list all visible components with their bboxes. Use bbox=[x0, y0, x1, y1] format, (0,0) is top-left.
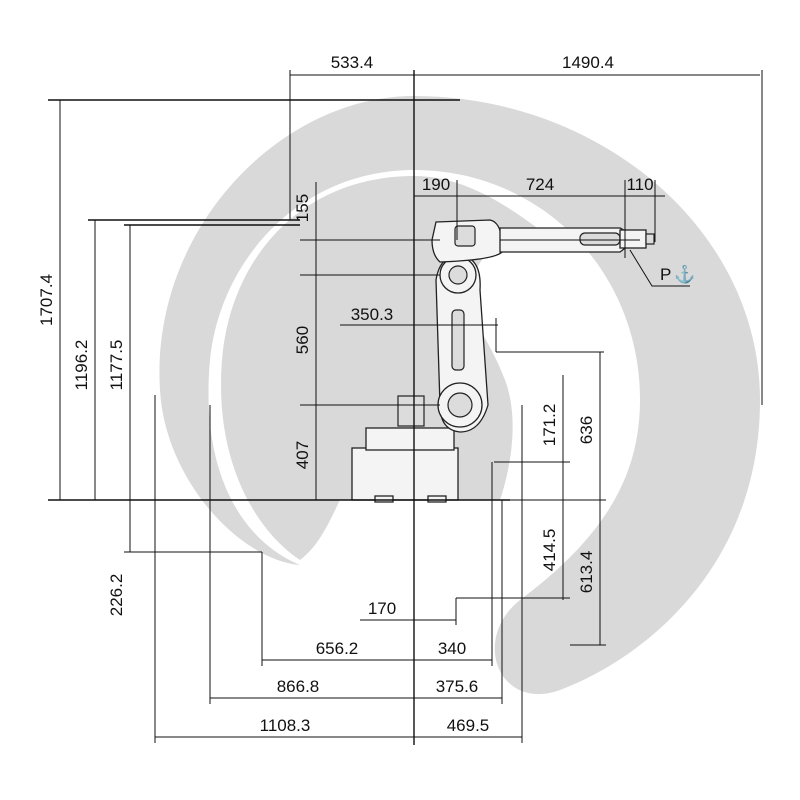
robot-base bbox=[351, 395, 459, 503]
dim-1108-3: 1108.3 bbox=[260, 716, 311, 735]
dim-110: 110 bbox=[626, 175, 653, 194]
base-block bbox=[351, 447, 459, 501]
flange-symbol: ⚓ bbox=[674, 264, 695, 284]
shoulder-hub bbox=[447, 392, 473, 418]
dim-190: 190 bbox=[422, 175, 450, 194]
dim-724: 724 bbox=[526, 175, 554, 194]
dim-340: 340 bbox=[438, 639, 466, 658]
dim-469-5: 469.5 bbox=[447, 716, 490, 735]
flange-leader bbox=[629, 249, 690, 287]
dim-375-6: 375.6 bbox=[436, 677, 479, 696]
lower-arm-label-strip bbox=[451, 309, 465, 371]
base-motor bbox=[397, 395, 425, 427]
base-foot-right bbox=[427, 495, 447, 503]
robot-lower-arm bbox=[435, 254, 489, 433]
dim-170: 170 bbox=[368, 599, 396, 618]
upper-arm-motor bbox=[454, 225, 476, 247]
wrist bbox=[619, 229, 647, 249]
dim-414-5: 414.5 bbox=[540, 529, 559, 572]
dim-1490-4: 1490.4 bbox=[562, 53, 614, 72]
dim-407: 407 bbox=[293, 441, 312, 469]
dim-171-2: 171.2 bbox=[540, 404, 559, 447]
dim-350-3: 350.3 bbox=[351, 305, 394, 324]
base-foot-left bbox=[374, 495, 394, 503]
dim-560: 560 bbox=[293, 326, 312, 354]
dim-1196-2: 1196.2 bbox=[72, 340, 91, 391]
dim-1177-5: 1177.5 bbox=[107, 340, 126, 391]
dim-533-4: 533.4 bbox=[331, 53, 374, 72]
dim-613-4: 613.4 bbox=[577, 551, 596, 594]
forearm-label bbox=[579, 232, 621, 246]
dim-155: 155 bbox=[293, 194, 312, 222]
dim-636: 636 bbox=[577, 416, 596, 444]
flange bbox=[645, 233, 655, 245]
dim-866-8: 866.8 bbox=[277, 677, 320, 696]
flange-label: P bbox=[660, 265, 671, 284]
elbow-hub bbox=[448, 265, 468, 285]
dim-656-2: 656.2 bbox=[316, 639, 359, 658]
dim-1707-4: 1707.4 bbox=[37, 274, 56, 326]
base-turret bbox=[365, 427, 455, 451]
dim-226-2: 226.2 bbox=[107, 574, 126, 617]
